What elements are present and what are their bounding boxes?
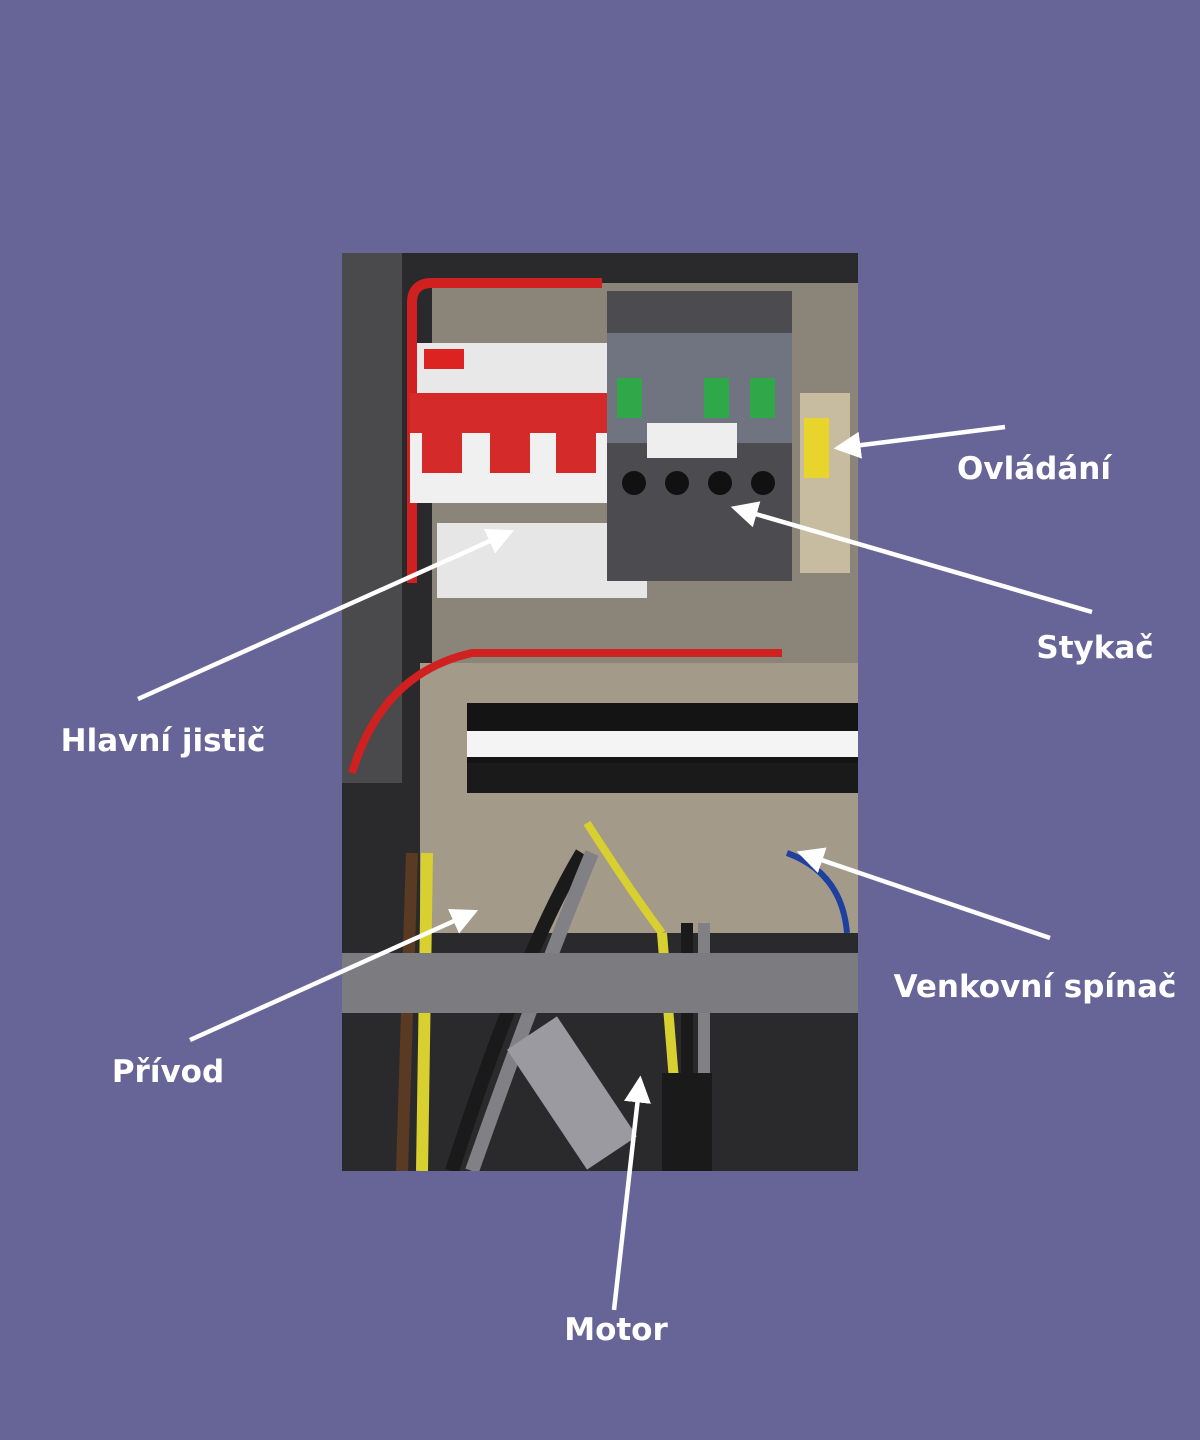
arrow-outdoor-switch: [796, 847, 1051, 941]
label-contactor: Stykač: [1036, 630, 1154, 666]
arrow-supply: [189, 908, 479, 1043]
label-main-breaker: Hlavní jistič: [60, 723, 266, 759]
label-supply: Přívod: [111, 1054, 225, 1090]
electrical-panel-photo: [342, 253, 858, 1171]
arrow-main-breaker: [137, 528, 515, 702]
main-breaker: [410, 343, 647, 598]
contactor: [607, 291, 792, 581]
arrow-motor: [611, 1075, 651, 1311]
label-control: Ovládání: [957, 451, 1111, 487]
arrow-control: [833, 424, 1006, 459]
arrow-contactor: [730, 501, 1093, 615]
terminal-strip: [467, 703, 858, 793]
label-motor: Motor: [564, 1312, 668, 1348]
label-outdoor-switch: Venkovní spínač: [893, 969, 1177, 1005]
